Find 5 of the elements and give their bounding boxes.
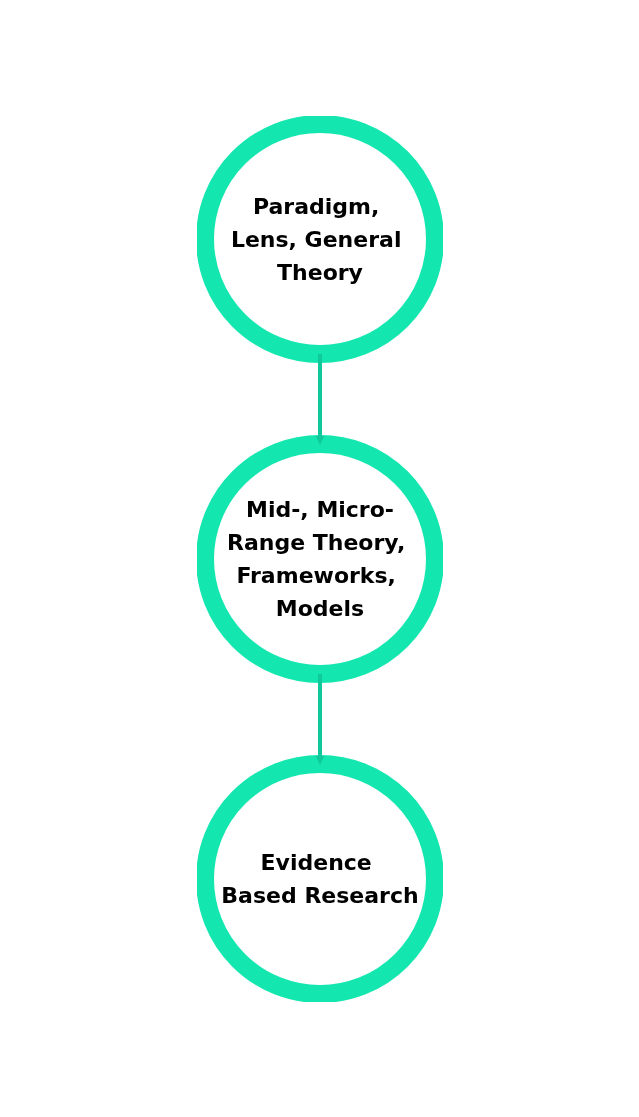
node-circle: Mid-, Micro-Range Theory, Frameworks, Models (196, 434, 443, 683)
arrow (315, 673, 324, 764)
node-circle: Evidence Based Research (196, 754, 443, 1002)
node-circle: Paradigm, Lens, General Theory (196, 115, 443, 363)
arrow (315, 353, 324, 444)
